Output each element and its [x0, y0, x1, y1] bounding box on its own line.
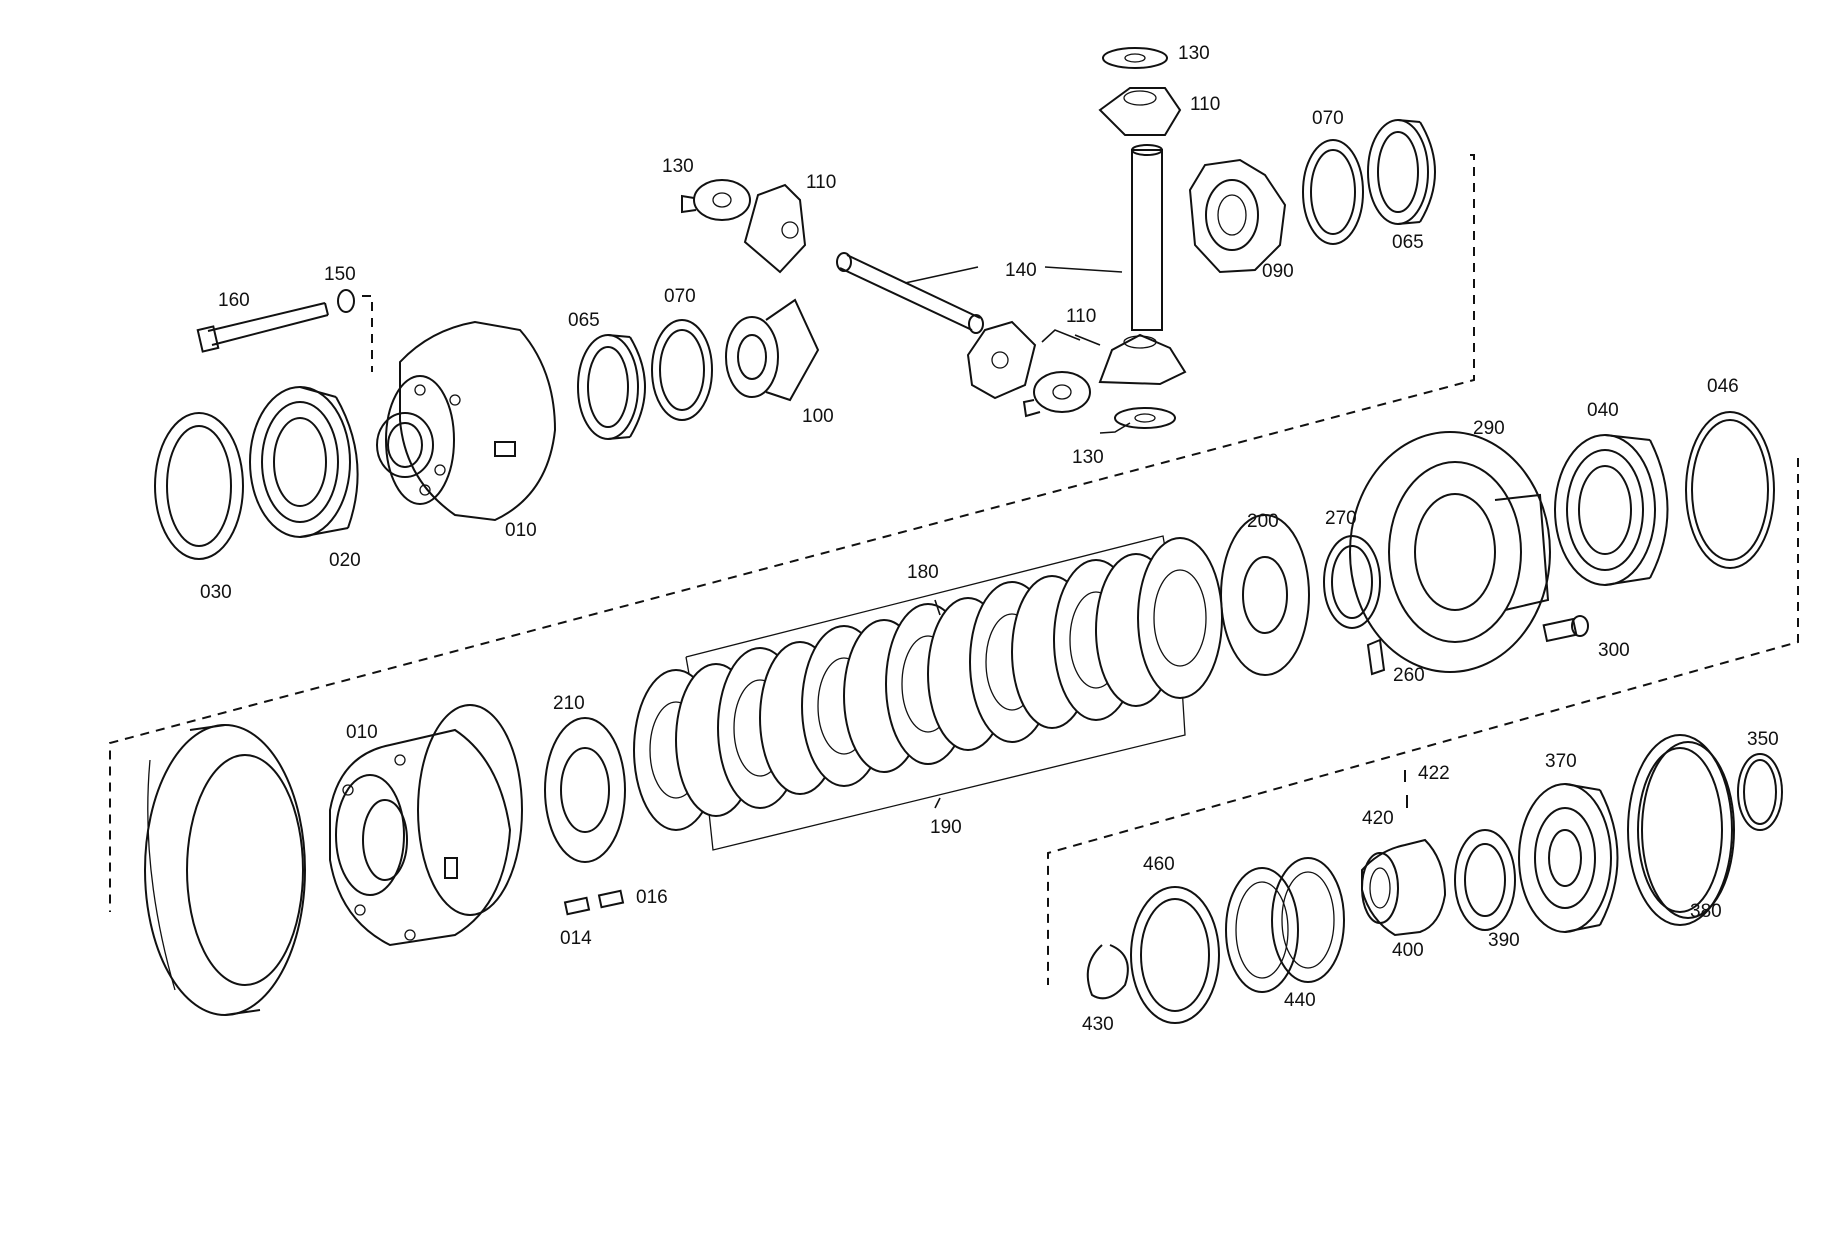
part-390-bearing-cage — [1454, 829, 1516, 931]
part-ring-gear — [144, 724, 306, 1016]
callout-200: 200 — [1247, 511, 1279, 532]
part-065-ring — [577, 334, 646, 440]
assembly-dashed-lines — [109, 154, 1799, 985]
callout-046: 046 — [1707, 376, 1739, 397]
callout-460: 460 — [1143, 854, 1175, 875]
callout-020: 020 — [329, 550, 361, 571]
part-260-clip — [1366, 638, 1386, 676]
callout-440: 440 — [1284, 990, 1316, 1011]
part-130-thrust-washer-a — [681, 179, 751, 221]
callout-100: 100 — [802, 406, 834, 427]
part-010-differential-case — [329, 704, 523, 947]
part-140-cross-shaft — [836, 252, 984, 334]
part-100-side-gear — [725, 298, 820, 402]
part-030-seal-ring — [154, 412, 244, 560]
part-130-thrust-washer-c — [1114, 407, 1176, 429]
callout-260: 260 — [1393, 665, 1425, 686]
callout-014: 014 — [560, 928, 592, 949]
callout-090: 090 — [1262, 261, 1294, 282]
part-090-side-gear — [1188, 158, 1287, 274]
callout-180: 180 — [907, 562, 939, 583]
callout-016: 016 — [636, 887, 668, 908]
part-400-sleeve — [1361, 838, 1447, 937]
callout-010: 010 — [346, 722, 378, 743]
part-014-pin — [563, 896, 591, 916]
callout-110: 110 — [1066, 306, 1096, 327]
callout-140: 140 — [1005, 260, 1037, 281]
part-460-seal — [1130, 886, 1220, 1024]
part-300-bolt — [1542, 615, 1589, 643]
callout-010: 010 — [505, 520, 537, 541]
callout-065: 065 — [1392, 232, 1424, 253]
part-110-pinion-gear-b — [966, 320, 1037, 400]
callout-290: 290 — [1473, 418, 1505, 439]
callout-070: 070 — [1312, 108, 1344, 129]
part-440-lock-washers — [1225, 857, 1345, 993]
callout-380: 380 — [1690, 901, 1722, 922]
callout-210: 210 — [553, 693, 585, 714]
part-130-thrust-washer-b — [1022, 371, 1091, 418]
callout-420: 420 — [1362, 808, 1394, 829]
callout-270: 270 — [1325, 508, 1357, 529]
part-150-washer — [337, 289, 355, 313]
part-046-snap-ring — [1685, 411, 1775, 569]
part-160-bolt — [196, 302, 329, 353]
callout-030: 030 — [200, 582, 232, 603]
part-180-190-clutch-discs — [633, 537, 1223, 831]
part-016-pin — [597, 889, 625, 909]
callout-130: 130 — [1072, 447, 1104, 468]
callout-430: 430 — [1082, 1014, 1114, 1035]
part-370-bearing — [1518, 783, 1619, 933]
part-430-circlip — [1086, 944, 1129, 1000]
callout-130: 130 — [662, 156, 694, 177]
callout-130: 130 — [1178, 43, 1210, 64]
callout-160: 160 — [218, 290, 250, 311]
callout-labels: 130 110 070 065 090 140 130 110 110 130 … — [200, 43, 1779, 1035]
callout-390: 390 — [1488, 930, 1520, 951]
callout-190: 190 — [930, 817, 962, 838]
part-210-plate — [544, 717, 626, 863]
callout-150: 150 — [324, 264, 356, 285]
callout-110: 110 — [806, 172, 836, 193]
callout-370: 370 — [1545, 751, 1577, 772]
callout-300: 300 — [1598, 640, 1630, 661]
callout-110: 110 — [1190, 94, 1220, 115]
part-110-pinion-gear-c — [1098, 333, 1187, 386]
part-350-o-ring — [1737, 753, 1783, 831]
part-110-pinion-gear-a — [743, 183, 807, 274]
callout-422: 422 — [1418, 763, 1450, 784]
part-070-shim-right — [1302, 139, 1364, 245]
callout-065: 065 — [568, 310, 600, 331]
callout-400: 400 — [1392, 940, 1424, 961]
part-010-differential-housing — [376, 320, 557, 522]
part-380-seal-ring — [1627, 734, 1735, 926]
part-270-retainer — [1323, 535, 1381, 629]
part-065-ring-right — [1367, 119, 1436, 225]
part-020-bearing — [249, 386, 359, 538]
part-140-vertical-shaft — [1131, 144, 1163, 331]
part-130-thrust-washer-top — [1102, 47, 1168, 69]
part-110-pinion-gear-top — [1098, 87, 1182, 136]
callout-350: 350 — [1747, 729, 1779, 750]
part-420-422-pin — [1404, 770, 1408, 808]
callout-040: 040 — [1587, 400, 1619, 421]
part-070-shim — [651, 319, 713, 421]
part-290-flange-hub — [1349, 431, 1551, 673]
part-200-ring — [1220, 514, 1310, 676]
callout-070: 070 — [664, 286, 696, 307]
leader-lines — [904, 266, 1131, 809]
part-040-bearing — [1554, 434, 1669, 586]
